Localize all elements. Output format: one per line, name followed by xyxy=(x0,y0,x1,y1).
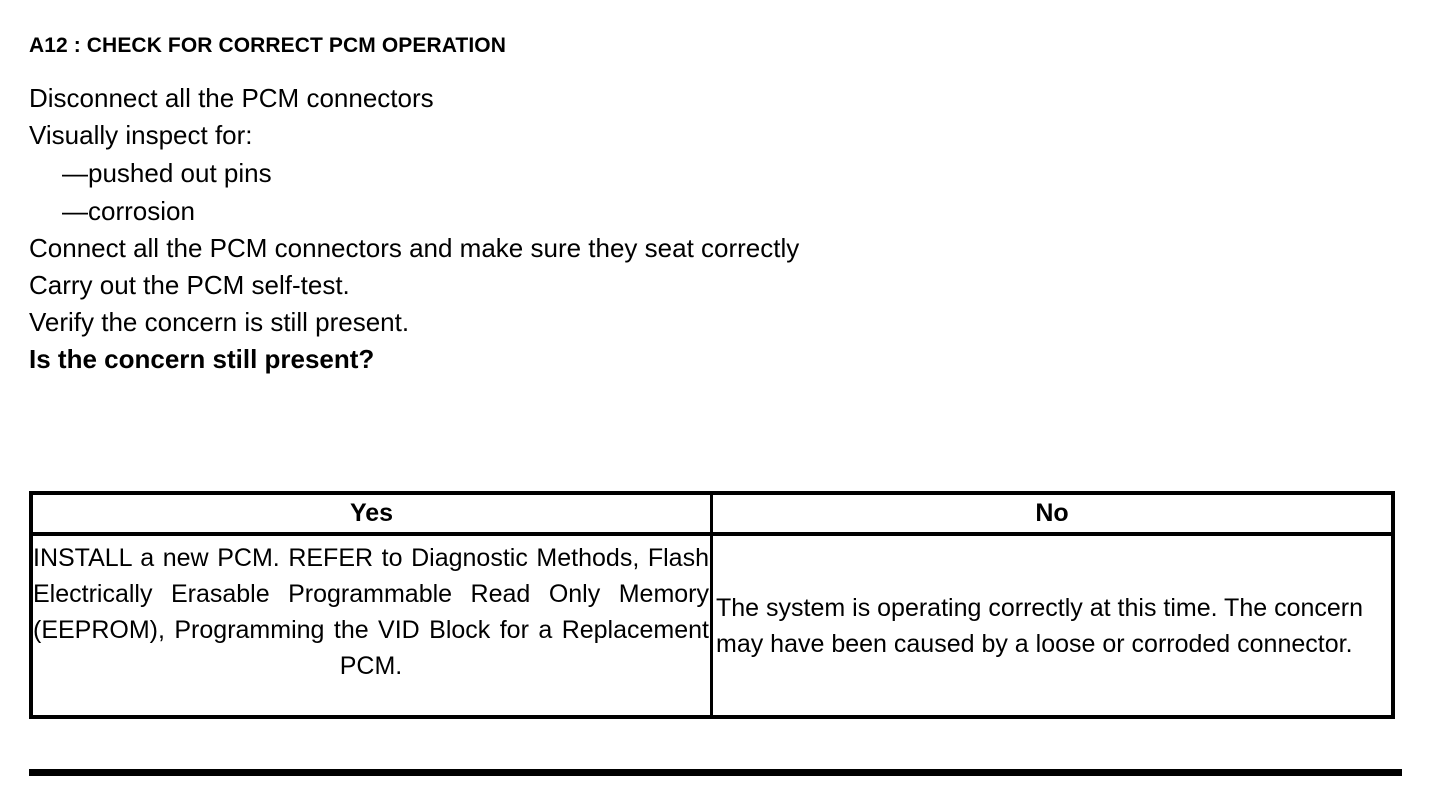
instruction-line-bullet: —corrosion xyxy=(62,196,195,226)
table-cell-no-text: The system is operating correctly at thi… xyxy=(716,593,1364,658)
section-divider-rule xyxy=(29,769,1402,776)
table-cell-yes: INSTALL a new PCM. REFER to Diagnostic M… xyxy=(33,536,710,715)
table-cell-yes-text: INSTALL a new PCM. REFER to Diagnostic M… xyxy=(33,544,709,680)
instruction-line: Visually inspect for: xyxy=(29,120,253,150)
column-divider xyxy=(710,495,713,532)
decision-table: Yes No INSTALL a new PCM. REFER to Diagn… xyxy=(29,491,1395,719)
column-divider xyxy=(710,536,713,715)
table-cell-no: The system is operating correctly at thi… xyxy=(713,536,1391,715)
table-header-no: No xyxy=(1035,499,1069,527)
instruction-line-bullet: —pushed out pins xyxy=(62,158,272,188)
table-header-yes: Yes xyxy=(349,499,394,527)
instruction-line: Disconnect all the PCM connectors xyxy=(29,83,434,113)
instruction-line: Verify the concern is still present. xyxy=(29,307,410,337)
table-row: INSTALL a new PCM. REFER to Diagnostic M… xyxy=(33,536,1391,715)
decision-question: Is the concern still present? xyxy=(29,344,375,374)
instruction-line: Carry out the PCM self-test. xyxy=(29,270,350,300)
instruction-list: Disconnect all the PCM connectors Visual… xyxy=(29,80,1379,378)
table-header-row: Yes No xyxy=(33,495,1391,536)
page-title: A12 : CHECK FOR CORRECT PCM OPERATION xyxy=(29,34,506,57)
instruction-line: Connect all the PCM connectors and make … xyxy=(29,233,800,263)
